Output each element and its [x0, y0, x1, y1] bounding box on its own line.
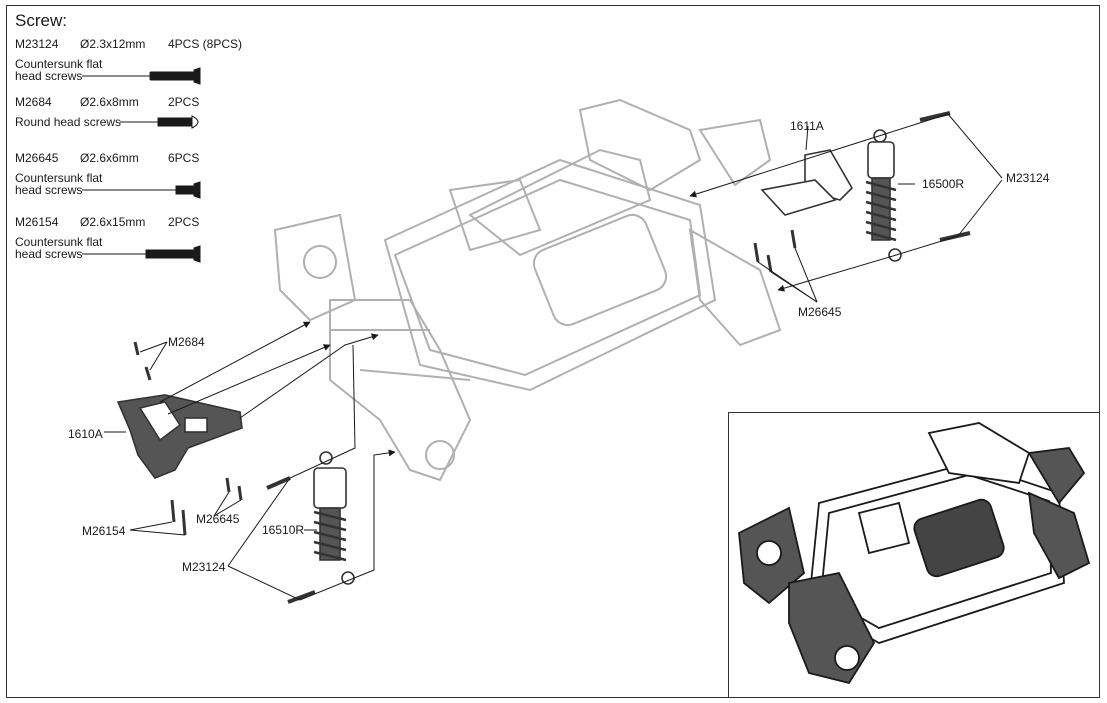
screw-desc-line1: Countersunk flat — [15, 57, 103, 71]
screw-qty: 6PCS — [168, 151, 200, 165]
screw-qty: 2PCS — [168, 215, 200, 229]
screws-left — [133, 341, 316, 604]
callout-m23124-right: M23124 — [1006, 171, 1050, 185]
leader-lines — [104, 113, 1003, 601]
mount-1611a — [760, 149, 854, 216]
screw-m2684-icon — [157, 115, 199, 129]
assembled-chassis-illustration — [738, 422, 1091, 685]
screw-code: M23124 — [15, 37, 59, 51]
callout-m26645-right: M26645 — [798, 305, 842, 319]
callout-1610a: 1610A — [68, 427, 103, 441]
diagram-frame — [6, 5, 1100, 698]
screw-size: Ø2.6x6mm — [80, 151, 139, 165]
shock-16500r — [865, 129, 902, 262]
screw-size: Ø2.6x8mm — [80, 95, 139, 109]
screw-code: M2684 — [15, 95, 52, 109]
chassis-illustration — [273, 98, 782, 482]
mount-1610a — [116, 394, 243, 479]
screw-qty: 2PCS — [168, 95, 200, 109]
callout-m26645-left: M26645 — [196, 512, 240, 526]
screw-desc-line1: Countersunk flat — [15, 171, 103, 185]
callout-m23124-left: M23124 — [182, 560, 226, 574]
callout-16500r: 16500R — [922, 177, 964, 191]
screw-m23124-icon — [149, 67, 201, 85]
screw-code: M26154 — [15, 215, 59, 229]
screw-desc-line2: head screws — [15, 69, 83, 83]
legend-title: Screw: — [15, 11, 67, 30]
screw-m26154-icon — [145, 245, 201, 263]
assembled-view-inset — [728, 412, 1100, 698]
screw-desc-line2: head screws — [15, 247, 83, 261]
screw-qty: 4PCS (8PCS) — [168, 37, 243, 51]
callout-m2684: M2684 — [168, 335, 205, 349]
screw-size: Ø2.3x12mm — [80, 37, 146, 51]
screw-desc-line1: Countersunk flat — [15, 235, 103, 249]
screw-desc-line1: Round head screws — [15, 115, 122, 129]
shock-16510r — [313, 451, 355, 585]
callout-16510r: 16510R — [262, 523, 304, 537]
callout-1611a: 1611A — [790, 119, 824, 133]
screw-size: Ø2.6x15mm — [80, 215, 146, 229]
screw-desc-line2: head screws — [15, 183, 83, 197]
screw-code: M26645 — [15, 151, 59, 165]
legend-screw-illustrations — [82, 67, 201, 263]
screws-right — [753, 111, 971, 273]
callout-m26154: M26154 — [82, 524, 126, 538]
screw-m26645-icon — [175, 181, 201, 199]
